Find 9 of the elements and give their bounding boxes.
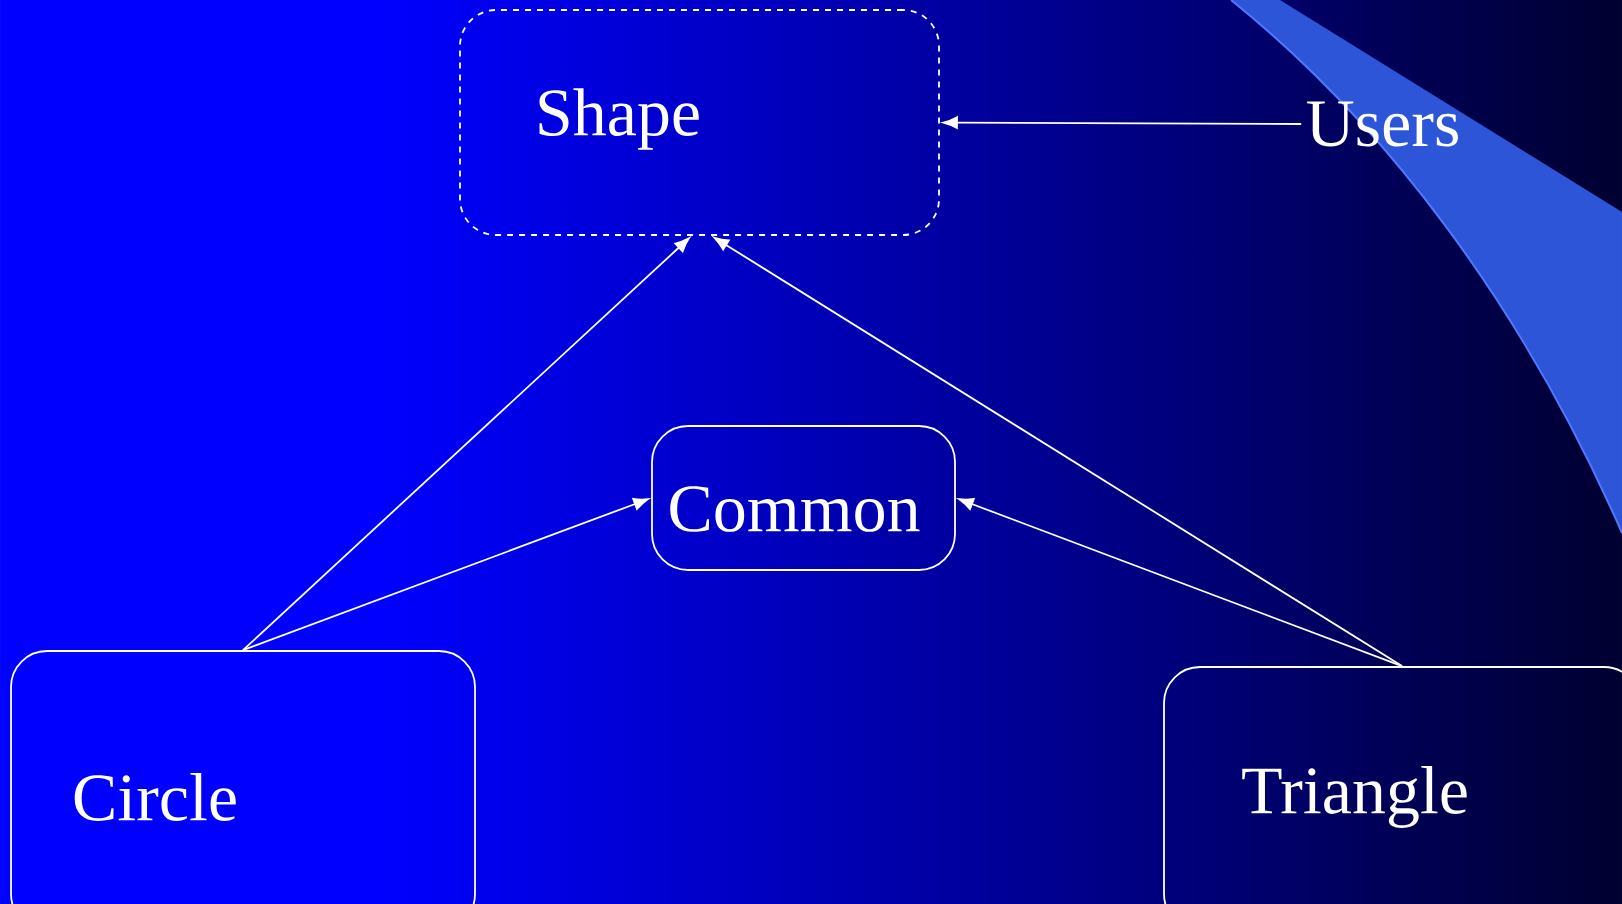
- arrow: [713, 236, 1403, 667]
- arrow: [242, 237, 690, 651]
- class-box: Shape: [459, 9, 940, 236]
- class-box: Common: [651, 425, 956, 571]
- arrow: [958, 498, 1403, 667]
- class-box: Triangle: [1163, 666, 1622, 904]
- arrow: [242, 498, 649, 651]
- arrow: [942, 116, 1303, 129]
- class-box: Circle: [10, 650, 476, 904]
